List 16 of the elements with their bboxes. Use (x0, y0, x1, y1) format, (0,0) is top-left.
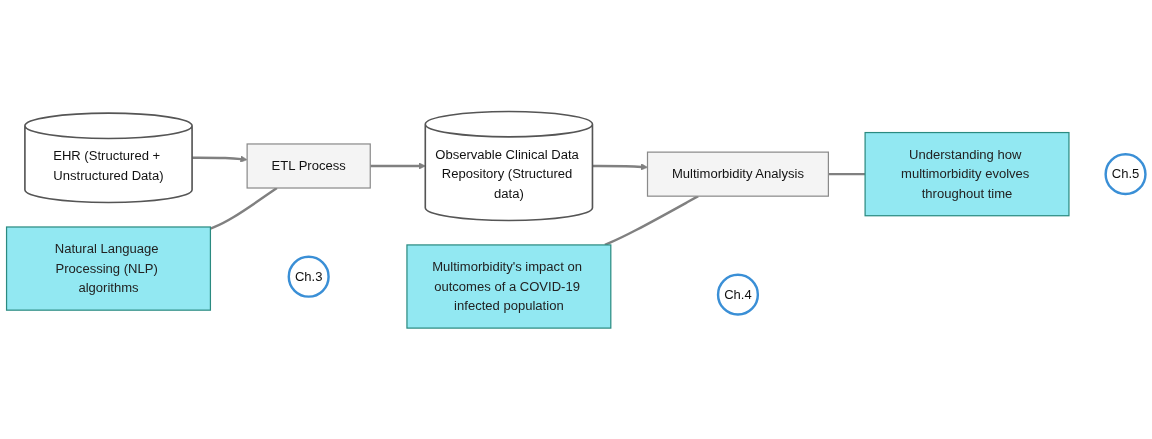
database-cylinder: EHR (Structured + Unstructured Data) (24, 112, 193, 203)
arrow (370, 162, 426, 170)
note-box: Understanding how multimorbidity evolves throughout time (864, 131, 1070, 217)
connector-line (604, 194, 699, 246)
chapter-circle: Ch.4 (716, 273, 760, 316)
chapter-circle: Ch.5 (1104, 152, 1147, 195)
note-box: Multimorbidity's impact on outcomes of a COVID-19 infected population (406, 244, 612, 329)
connector-line (828, 172, 866, 176)
process-box: Multimorbidity Analysis (646, 151, 829, 197)
chapter-circle: Ch.3 (287, 255, 330, 298)
arrow (592, 163, 648, 171)
note-box: Natural Language Processing (NLP) algorithms (5, 226, 212, 311)
process-box: ETL Process (246, 143, 371, 189)
connector-line (209, 186, 278, 230)
database-cylinder: Observable Clinical Data Repository (Structured data) (424, 110, 594, 221)
arrow (192, 155, 248, 163)
